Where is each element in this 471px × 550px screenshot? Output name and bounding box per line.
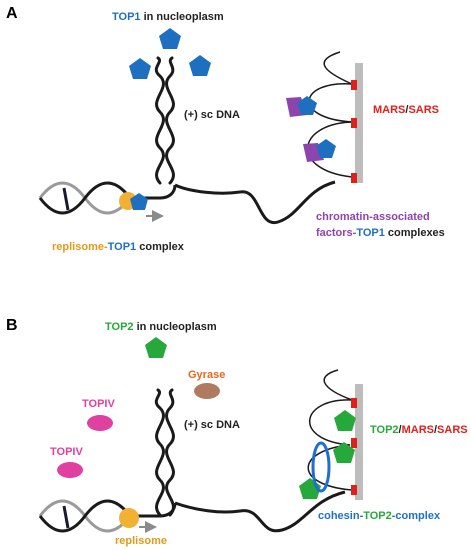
top1-pentagon-icon — [159, 28, 181, 49]
mars-site-icon — [351, 398, 357, 408]
top1-pentagon-icon — [189, 55, 211, 76]
cohesin-ring-icon — [311, 441, 331, 493]
top1-pentagon-icon — [316, 139, 336, 158]
panel-b-label: B — [6, 317, 18, 334]
replisome-label-b: replisome — [115, 535, 167, 547]
mars-site-icon — [351, 118, 357, 128]
gyrase-icon — [194, 383, 220, 399]
plectoneme-dna-b — [154, 388, 175, 517]
top2-pentagon-icon — [333, 442, 355, 463]
top2-pentagon-icon — [334, 410, 356, 431]
panel-a: A TOP1 in nucleoplasm (+) sc DNA repliso… — [6, 5, 445, 253]
top1-title-rest: in nucleoplasm — [141, 11, 224, 23]
topiv-label-2: TOPIV — [50, 446, 83, 458]
nuclear-scaffold-b — [355, 384, 363, 500]
panel-b: B TOP2 in nucleoplasm Gyrase TOPIV TOPIV… — [6, 317, 468, 547]
topiv-icon — [57, 462, 83, 478]
mars-sars-label: MARS/SARS — [373, 104, 439, 116]
chromatin-factors-line1: chromatin-associated — [316, 211, 430, 223]
mars-site-icon — [351, 485, 357, 495]
sister-duplexes — [38, 181, 132, 215]
sister-duplexes-b — [38, 499, 132, 533]
replisome-top1-label: replisome-TOP1 complex — [52, 241, 185, 253]
top1-nucleoplasm-title: TOP1 in nucleoplasm — [112, 11, 224, 23]
top1-name: TOP1 — [112, 11, 141, 23]
topiv-icon — [87, 415, 113, 431]
gyrase-label: Gyrase — [188, 369, 225, 381]
topiv-label-1: TOPIV — [82, 398, 115, 410]
chromatin-loops-b — [307, 369, 353, 491]
chromatin-factors-line2: factors-TOP1 complexes — [316, 227, 445, 239]
top1-pentagon-icon — [297, 96, 317, 115]
top2-mars-sars-label: TOP2/MARS/SARS — [370, 424, 468, 436]
mars-site-icon — [351, 173, 357, 183]
sc-dna-label-a: (+) sc DNA — [184, 109, 240, 121]
parental-dna-b — [130, 490, 346, 533]
mars-site-icon — [351, 438, 357, 448]
panel-a-label: A — [6, 5, 18, 22]
mars-site-icon — [351, 80, 357, 90]
plectoneme-dna — [154, 56, 175, 185]
top2-nucleoplasm-title: TOP2 in nucleoplasm — [105, 321, 217, 333]
cohesin-top2-label: cohesin-TOP2-complex — [318, 510, 441, 522]
nuclear-scaffold — [355, 63, 363, 183]
sc-dna-label-b: (+) sc DNA — [184, 419, 240, 431]
top1-pentagon-icon — [129, 58, 151, 79]
parental-dna — [130, 180, 336, 225]
replisome-icon-b — [119, 508, 139, 528]
top1-pentagon-icon — [130, 193, 148, 210]
top2-pentagon-icon — [145, 337, 167, 358]
